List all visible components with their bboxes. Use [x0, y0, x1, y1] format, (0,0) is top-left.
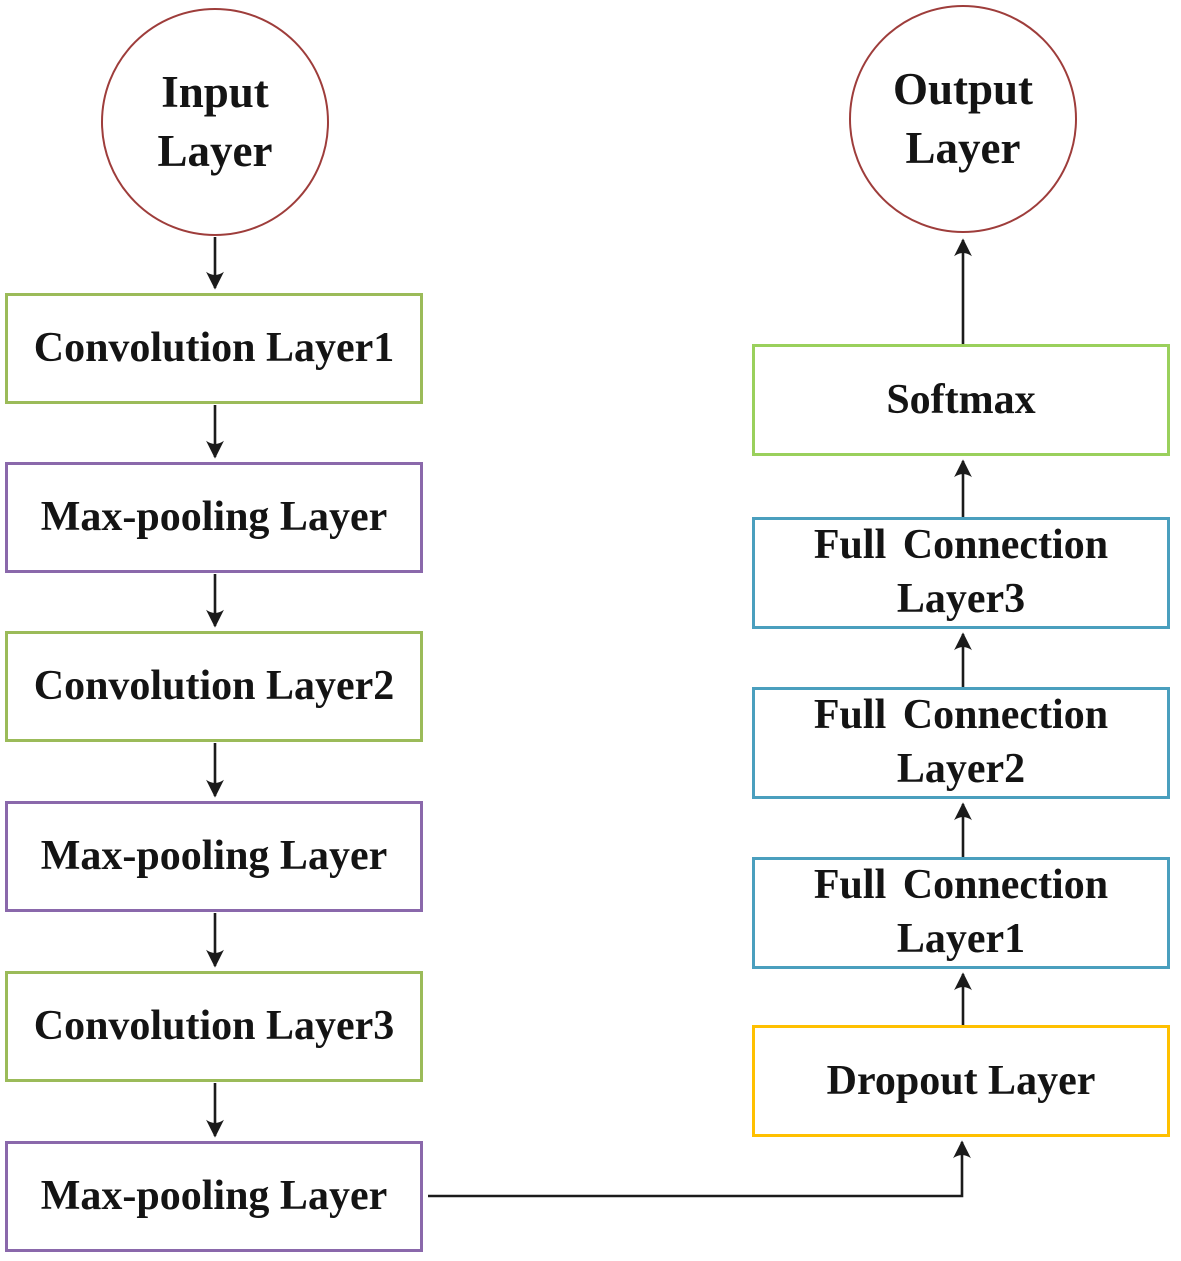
dropout-layer-label: Dropout Layer — [826, 1057, 1096, 1104]
max-pooling-layer3-label: Max-pooling Layer — [40, 1173, 388, 1220]
softmax-label: Softmax — [886, 376, 1036, 423]
max-pooling-layer1-node: Max-pooling Layer — [5, 462, 423, 573]
convolution-layer2-label: Convolution Layer2 — [33, 663, 395, 710]
max-pooling-layer3-node: Max-pooling Layer — [5, 1141, 423, 1252]
full-connection-layer1-label-line1: Full Connection — [813, 862, 1109, 909]
full-connection-layer2-label-line1: Full Connection — [813, 692, 1109, 739]
full-connection-layer3-node: Full Connection Layer3 — [752, 517, 1170, 629]
dropout-layer-node: Dropout Layer — [752, 1025, 1170, 1137]
max-pooling-layer2-label: Max-pooling Layer — [40, 833, 388, 880]
full-connection-layer1-node: Full Connection Layer1 — [752, 857, 1170, 969]
full-connection-layer3-label-line2: Layer3 — [896, 576, 1026, 622]
connector-pool3-to-dropout — [428, 1140, 971, 1198]
output-layer-node: Output Layer — [849, 5, 1077, 233]
convolution-layer2-node: Convolution Layer2 — [5, 631, 423, 742]
full-connection-layer2-label-line2: Layer2 — [896, 746, 1026, 792]
max-pooling-layer2-node: Max-pooling Layer — [5, 801, 423, 912]
convolution-layer3-label: Convolution Layer3 — [33, 1003, 395, 1050]
full-connection-layer1-label-line2: Layer1 — [896, 916, 1026, 962]
full-connection-layer2-node: Full Connection Layer2 — [752, 687, 1170, 799]
full-connection-layer3-label-line1: Full Connection — [813, 522, 1109, 569]
max-pooling-layer1-label: Max-pooling Layer — [40, 494, 388, 541]
softmax-node: Softmax — [752, 344, 1170, 456]
convolution-layer1-label: Convolution Layer1 — [33, 325, 395, 372]
input-layer-node: Input Layer — [101, 8, 329, 236]
output-layer-label-line2: Layer — [905, 123, 1021, 173]
convolution-layer1-node: Convolution Layer1 — [5, 293, 423, 404]
input-layer-label-line1: Input — [161, 66, 269, 117]
convolution-layer3-node: Convolution Layer3 — [5, 971, 423, 1082]
output-layer-label-line1: Output — [892, 63, 1034, 114]
input-layer-label-line2: Layer — [157, 126, 273, 176]
